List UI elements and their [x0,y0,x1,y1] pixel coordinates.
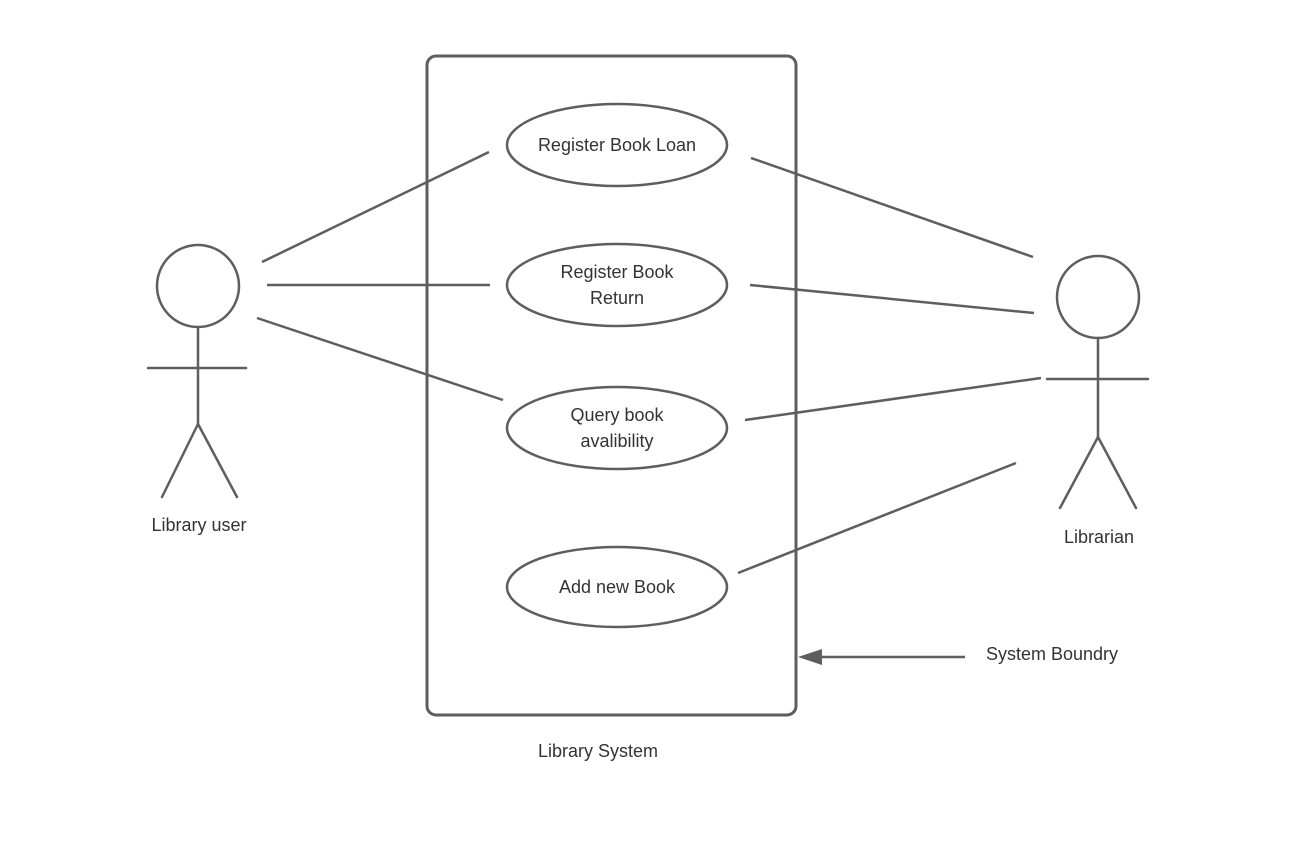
use-case-ellipse[interactable] [505,242,729,328]
system-boundary-box[interactable] [425,54,798,717]
annotation-arrowhead-icon [798,649,822,665]
use-case-label-line1: Query book [570,405,664,425]
actor-right-leg [196,422,239,499]
actor-head[interactable] [155,243,241,329]
actor-label-librarian: Librarian [1064,527,1134,547]
actor-label-library-user: Library user [151,515,246,535]
use-case-label-line2: Return [590,288,644,308]
use-case-label-line1: Register Book [560,262,674,282]
use-case-register-book-loan[interactable]: Register Book Loan [505,102,729,188]
actor-librarian[interactable]: Librarian [1045,254,1150,547]
system-boundary-annotation[interactable]: System Boundry [798,644,1118,665]
system-boundary-annotation-label: System Boundry [986,644,1118,664]
actor-head[interactable] [1055,254,1141,340]
use-case-ellipse[interactable] [505,102,729,188]
connector-library-user-query-book-avalibility[interactable] [256,316,504,402]
use-case-label: Register Book Loan [538,135,696,155]
actor-left-leg [160,422,200,499]
connector-register-book-loan-librarian[interactable] [750,156,1034,259]
use-case-query-book-avalibility[interactable]: Query book avalibility [505,385,729,471]
use-case-add-new-book[interactable]: Add new Book [505,545,729,629]
use-case-ellipse[interactable] [505,385,729,471]
connector-library-user-register-book-loan[interactable] [261,150,490,264]
connector-register-book-return-librarian[interactable] [749,283,1035,315]
actor-library-user[interactable]: Library user [146,243,248,535]
use-case-ellipse[interactable] [505,545,729,629]
actor-left-leg [1058,435,1100,510]
use-case-label-line2: avalibility [580,431,653,451]
use-case-label: Add new Book [559,577,676,597]
connector-add-new-book-librarian[interactable] [737,461,1017,575]
actor-right-leg [1096,435,1138,510]
system-label: Library System [538,741,658,761]
use-case-register-book-return[interactable]: Register Book Return [505,242,729,328]
connector-query-book-avalibility-librarian[interactable] [744,376,1042,422]
